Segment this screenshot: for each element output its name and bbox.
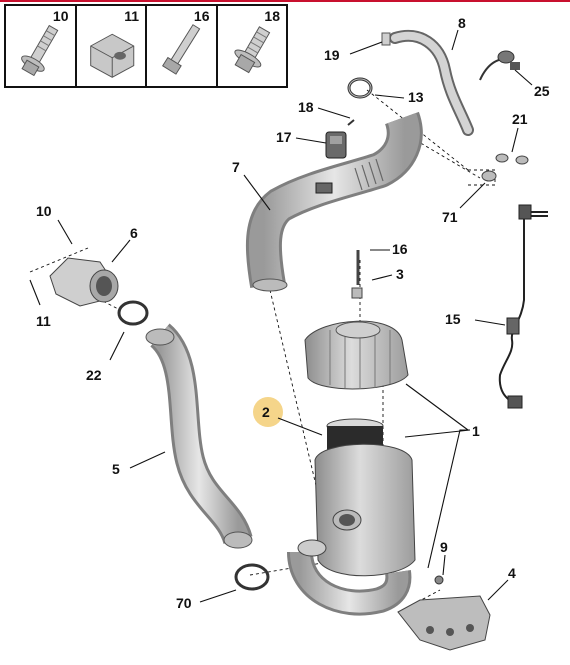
part-5-hose: [145, 323, 253, 549]
callout-21: 21: [512, 111, 528, 127]
clip-nut-icon: [89, 33, 134, 78]
part-25-connector: [479, 50, 520, 81]
flange-screw-icon: [233, 26, 270, 74]
callout-3: 3: [396, 266, 404, 282]
part-9-screw: [434, 575, 444, 585]
part-15-harness: [498, 204, 548, 409]
callout-15: 15: [445, 311, 461, 327]
callout-16: 16: [392, 241, 408, 257]
callout-1: 1: [472, 423, 480, 439]
callout-25: 25: [534, 83, 550, 99]
part-21-grommets: [481, 153, 529, 182]
callout-9: 9: [440, 539, 448, 555]
callout-22: 22: [86, 367, 102, 383]
legend-number: 18: [264, 8, 280, 24]
part-22-clamp: [117, 300, 149, 326]
callout-5: 5: [112, 461, 120, 477]
part-19-clip: [381, 32, 391, 46]
bolt-icon: [162, 24, 201, 75]
part-70-clamp: [234, 563, 270, 591]
part-1-filter-lid: [304, 250, 409, 390]
part-7-intake-duct: [245, 111, 423, 292]
callout-7: 7: [232, 159, 240, 175]
legend-number: 10: [52, 8, 69, 24]
part-6-elbow: [49, 257, 119, 307]
legend-cell-18: 18: [218, 6, 287, 86]
callout-17: 17: [276, 129, 292, 145]
legend-number: 16: [193, 8, 210, 24]
hardware-legend: 10 11 16: [4, 4, 288, 88]
legend-cell-11: 11: [77, 6, 147, 86]
callout-10: 10: [36, 203, 52, 219]
callout-6: 6: [130, 225, 138, 241]
part-8-hose: [381, 29, 474, 136]
callout-2-highlight: [253, 397, 283, 427]
callout-4: 4: [508, 565, 516, 581]
part-13-clamp: [347, 77, 373, 99]
legend-cell-16: 16: [147, 6, 218, 86]
screw-with-washer-icon: [21, 24, 59, 77]
callout-11: 11: [36, 313, 51, 329]
callout-13: 13: [408, 89, 424, 105]
part-3-grommet: [351, 287, 363, 299]
legend-cell-10: 10: [6, 6, 77, 86]
leader-lines: [29, 29, 533, 603]
header-rule: [0, 0, 570, 2]
legend-number: 11: [124, 8, 139, 24]
callout-2: 2: [262, 404, 270, 420]
callout-19: 19: [324, 47, 340, 63]
part-1-filter-body: [287, 443, 416, 616]
assembly-dashed-lines: [29, 89, 496, 606]
callout-71: 71: [442, 209, 458, 225]
callout-70: 70: [176, 595, 192, 611]
callout-labels: 1 2 3 4 5 6 7 8 9 10 11 13 15 16 17 18 1…: [36, 15, 550, 611]
callout-18: 18: [298, 99, 314, 115]
callout-8: 8: [458, 15, 466, 31]
part-4-bracket: [397, 575, 491, 651]
part-17-sensor: [325, 119, 355, 159]
